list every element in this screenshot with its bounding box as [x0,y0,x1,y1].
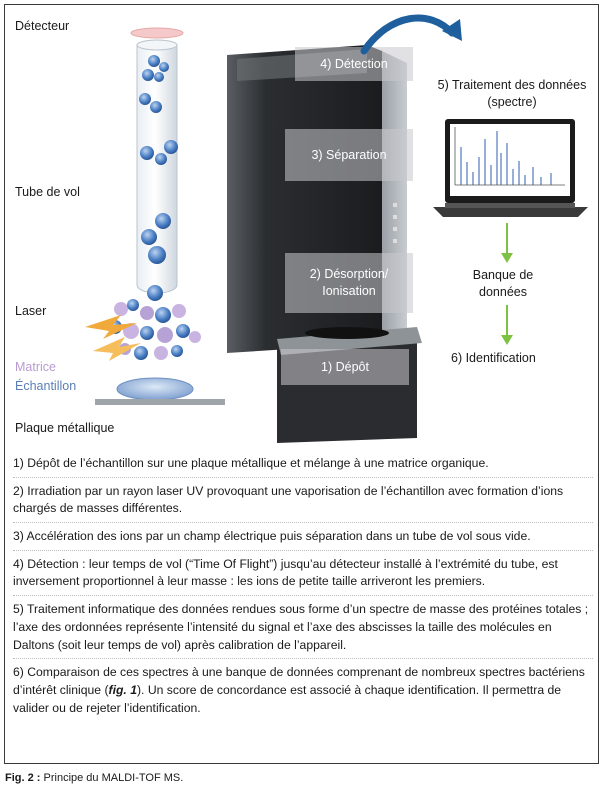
step-separation: 3) Séparation [285,129,413,181]
spectrum-peaks [460,131,552,185]
ions-in-tube [139,55,178,264]
label-banque-donnees: Banque de données [472,268,534,299]
paragraph-6: 6) Comparaison de ces spectres à une ban… [13,662,593,721]
metal-plate [95,399,225,405]
figure-frame: Détecteur Tube de vol Laser Matrice Écha… [4,4,599,764]
laptop-spectrum [433,117,588,219]
curved-arrow-icon [360,14,462,55]
caption-text: Principe du MALDI-TOF MS. [40,772,184,784]
step-depot: 1) Dépôt [281,349,409,385]
label-echantillon: Échantillon [15,379,77,393]
tube-illustration [85,27,225,405]
step-detection: 4) Détection [295,47,413,81]
label-matrice: Matrice [15,360,56,374]
paragraph-3: 3) Accélération des ions par un champ él… [13,526,593,551]
ion-cloud [108,285,201,360]
label-plaque-metallique: Plaque métallique [15,421,115,435]
step-desorption-ionisation: 2) Désorption/ Ionisation [285,253,413,313]
detector-disc [130,27,184,39]
figure-caption: Fig. 2 : Principe du MALDI-TOF MS. [5,772,183,784]
steps-description: 1) Dépôt de l’échantillon sur une plaque… [13,453,593,724]
arrow-down-icon [501,223,513,263]
label-identification: 6) Identification [451,351,536,365]
caption-prefix: Fig. 2 : [5,772,41,784]
laser-beam [85,315,141,361]
sample-droplet [116,377,194,401]
maldi-tof-instrument [217,43,425,443]
paragraph-5: 5) Traitement informatique des données r… [13,599,593,660]
label-detecteur: Détecteur [15,19,70,33]
label-tube-de-vol: Tube de vol [15,185,80,199]
paragraph-6-part-2: ). Un score de concordance est associé à… [13,682,562,715]
label-laser: Laser [15,304,47,318]
fig-reference: fig. 1 [108,682,137,697]
label-traitement-donnees: 5) Traitement des données (spectre) [437,78,587,109]
paragraph-2: 2) Irradiation par un rayon laser UV pro… [13,481,593,524]
paragraph-1: 1) Dépôt de l’échantillon sur une plaque… [13,453,593,478]
arrow-down-icon-2 [501,305,513,345]
paragraph-6-part-1: 6) Comparaison de ces spectres à une ban… [13,665,585,697]
paragraph-4: 4) Détection : leur temps de vol (“Time … [13,554,593,597]
